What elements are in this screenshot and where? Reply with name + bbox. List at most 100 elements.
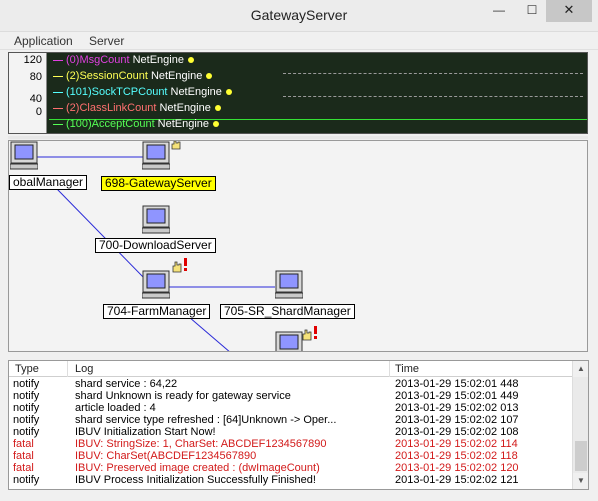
computer-monitor-icon[interactable] bbox=[275, 331, 303, 352]
table-row[interactable]: notify shard Unknown is ready for gateway… bbox=[9, 390, 574, 402]
row-type: fatal bbox=[13, 450, 34, 462]
splitter[interactable] bbox=[8, 136, 588, 139]
row-log: IBUV Process Initialization Successfully… bbox=[75, 474, 316, 486]
legend-label: (2)SessionCount bbox=[66, 70, 148, 82]
column-header-type[interactable]: Type bbox=[15, 363, 39, 375]
row-time: 2013-01-29 15:02:02 108 bbox=[395, 426, 519, 438]
y-tick-0: 0 bbox=[35, 106, 42, 118]
legend-engine: NetEngine bbox=[159, 102, 211, 114]
alert-hand-icon bbox=[302, 326, 317, 341]
node-label-global-manager[interactable]: obalManager bbox=[9, 175, 88, 190]
row-type: notify bbox=[13, 474, 40, 486]
menu-server[interactable]: Server bbox=[89, 34, 125, 48]
window-title: GatewayServer bbox=[250, 7, 348, 23]
column-header-log[interactable]: Log bbox=[75, 363, 94, 375]
table-row[interactable]: notify shard service : 64,22 2013-01-29 15… bbox=[9, 378, 574, 390]
row-time: 2013-01-29 15:02:01 448 bbox=[395, 378, 519, 390]
y-tick-120: 120 bbox=[23, 54, 42, 66]
table-row[interactable]: notify shard service type refreshed : [64… bbox=[9, 414, 574, 426]
row-time: 2013-01-29 15:02:02 114 bbox=[395, 438, 518, 450]
row-time: 2013-01-29 15:02:02 120 bbox=[395, 462, 519, 474]
title-bar: GatewayServer — ☐ ✕ bbox=[0, 0, 598, 32]
y-tick-40: 40 bbox=[29, 93, 42, 105]
row-type: fatal bbox=[13, 462, 34, 474]
row-log: IBUV: Preserved image created : (dwImage… bbox=[75, 462, 320, 474]
legend-dot-icon bbox=[214, 105, 221, 112]
legend-label: (100)AcceptCount bbox=[66, 118, 155, 130]
legend-dot-icon bbox=[206, 73, 213, 80]
row-log: IBUV: StringSize: 1, CharSet: ABCDEF1234… bbox=[75, 438, 327, 450]
legend-label: (101)SockTCPCount bbox=[66, 86, 168, 98]
log-header: Type Log Time bbox=[9, 361, 574, 377]
row-type: notify bbox=[13, 426, 40, 438]
row-type: fatal bbox=[13, 438, 34, 450]
row-type: notify bbox=[13, 414, 40, 426]
alert-hand-icon bbox=[172, 258, 187, 273]
node-label-farm-manager[interactable]: 704-FarmManager bbox=[103, 304, 211, 319]
table-row[interactable]: notify article loaded : 4 2013-01-29 15:02… bbox=[9, 402, 574, 414]
row-log: shard Unknown is ready for gateway servi… bbox=[75, 390, 291, 402]
table-row[interactable]: fatal IBUV: Preserved image created : (dw… bbox=[9, 462, 574, 474]
graph-dashed-line bbox=[283, 96, 583, 97]
computer-monitor-icon[interactable] bbox=[142, 270, 170, 300]
scroll-thumb[interactable] bbox=[575, 441, 587, 471]
table-row[interactable]: notify IBUV Initialization Start Now! 2013… bbox=[9, 426, 574, 438]
log-list[interactable]: Type Log Time notify shard service : 64,2… bbox=[8, 360, 589, 490]
legend-engine: NetEngine bbox=[157, 118, 210, 130]
computer-monitor-icon[interactable] bbox=[275, 270, 303, 300]
legend-dot-icon bbox=[225, 89, 232, 96]
node-label-shard-manager[interactable]: 705-SR_ShardManager bbox=[220, 304, 355, 319]
graph-y-axis: 120 80 40 0 bbox=[9, 53, 47, 133]
computer-monitor-icon[interactable] bbox=[10, 141, 38, 171]
column-header-time[interactable]: Time bbox=[395, 363, 420, 375]
row-log: shard service type refreshed : [64]Unkno… bbox=[75, 414, 337, 426]
table-row[interactable]: fatal IBUV: StringSize: 1, CharSet: ABCDE… bbox=[9, 438, 574, 450]
row-time: 2013-01-29 15:02:02 107 bbox=[395, 414, 519, 426]
row-log: article loaded : 4 bbox=[75, 402, 156, 414]
log-scrollbar[interactable]: ▲ ▼ bbox=[572, 361, 588, 489]
row-log: IBUV Initialization Start Now! bbox=[75, 426, 216, 438]
legend-dot-icon bbox=[187, 57, 194, 64]
scroll-up-icon[interactable]: ▲ bbox=[573, 361, 588, 377]
row-type: notify bbox=[13, 390, 40, 402]
node-label-download-server[interactable]: 700-DownloadServer bbox=[95, 238, 216, 253]
maximize-button[interactable]: ☐ bbox=[526, 3, 538, 17]
topology-links bbox=[31, 156, 275, 351]
legend-engine: NetEngine bbox=[170, 86, 222, 98]
graph-dashed-line bbox=[283, 73, 583, 74]
row-log: IBUV: CharSet(ABCDEF1234567890 bbox=[75, 450, 257, 462]
node-label-gateway-server[interactable]: 698-GatewayServer bbox=[101, 176, 216, 191]
menu-bar: Application Server bbox=[0, 32, 598, 50]
row-log: shard service : 64,22 bbox=[75, 378, 178, 390]
row-time: 2013-01-29 15:02:02 013 bbox=[395, 402, 519, 414]
row-type: notify bbox=[13, 402, 40, 414]
row-time: 2013-01-29 15:02:02 118 bbox=[395, 450, 518, 462]
table-row[interactable]: notify IBUV Process Initialization Succes… bbox=[9, 474, 574, 486]
legend-label: (2)ClassLinkCount bbox=[66, 102, 157, 114]
alert-hand-icon bbox=[171, 141, 181, 150]
menu-application[interactable]: Application bbox=[14, 34, 73, 48]
y-tick-80: 80 bbox=[29, 71, 42, 83]
graph-series-line bbox=[49, 119, 587, 120]
table-row[interactable]: fatal IBUV: CharSet(ABCDEF1234567890 2013-… bbox=[9, 450, 574, 462]
legend-dot-icon bbox=[213, 121, 220, 128]
legend-label: (0)MsgCount bbox=[66, 54, 130, 66]
close-button[interactable]: ✕ bbox=[546, 0, 592, 22]
row-time: 2013-01-29 15:02:02 121 bbox=[395, 474, 519, 486]
legend-engine: NetEngine bbox=[150, 70, 203, 82]
link-line bbox=[56, 188, 148, 282]
row-time: 2013-01-29 15:02:01 449 bbox=[395, 390, 519, 402]
minimize-button[interactable]: — bbox=[493, 3, 505, 17]
computer-monitor-icon[interactable] bbox=[142, 205, 170, 235]
scroll-down-icon[interactable]: ▼ bbox=[573, 473, 588, 489]
computer-monitor-icon[interactable] bbox=[142, 141, 170, 171]
row-type: notify bbox=[13, 378, 40, 390]
link-line bbox=[188, 316, 230, 351]
topology-view[interactable]: obalManager 698-GatewayServer 700-Downlo… bbox=[8, 140, 588, 352]
